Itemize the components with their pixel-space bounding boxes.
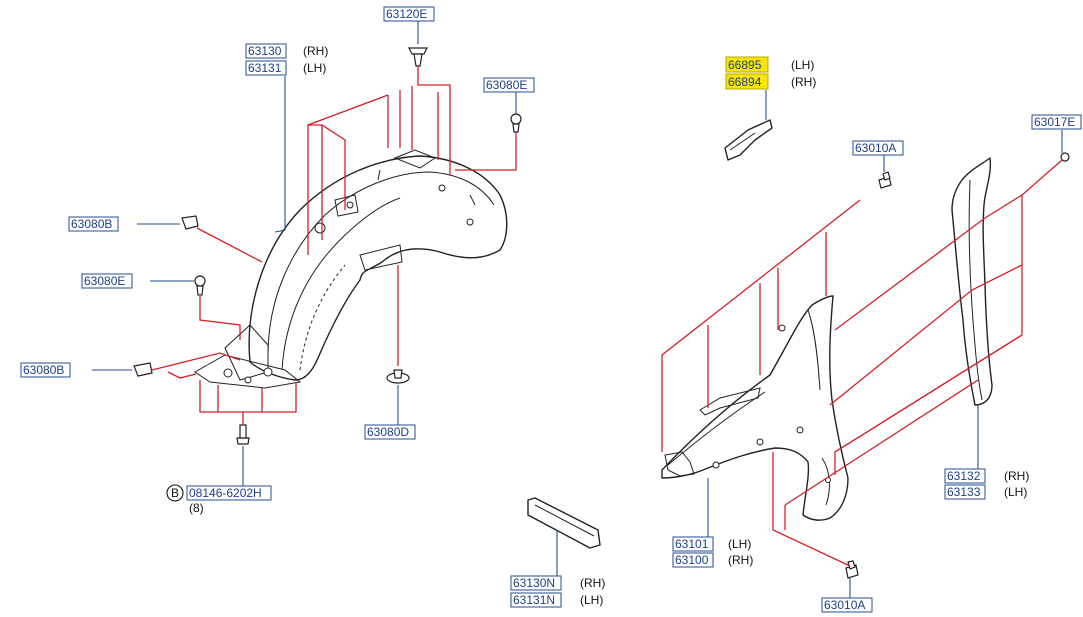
callout-63130[interactable]: 63130 (RH) xyxy=(245,43,328,59)
callout-63133[interactable]: 63133 (LH) xyxy=(944,484,1027,500)
bracket-63130N-part xyxy=(527,497,601,549)
callout-63080E-top[interactable]: 63080E xyxy=(483,77,535,93)
callout-code: 63133 xyxy=(947,485,981,499)
callout-code: 08146-6202H xyxy=(189,486,262,500)
callout-63080D[interactable]: 63080D xyxy=(364,424,416,440)
callout-qty: (8) xyxy=(189,501,204,515)
callout-side: (RH) xyxy=(791,75,816,89)
callout-side: (LH) xyxy=(303,61,326,75)
callout-side: (LH) xyxy=(791,58,814,72)
callout-code: 63130N xyxy=(513,576,555,590)
callout-63100[interactable]: 63100 (RH) xyxy=(672,552,753,568)
clip-63080E-top-icon xyxy=(510,113,522,133)
callout-code: 63100 xyxy=(675,553,709,567)
clip-63080E-mid-icon xyxy=(194,275,206,296)
fender-protector-part xyxy=(194,149,508,389)
right-leader-lines xyxy=(661,159,1063,567)
callout-63130N[interactable]: 63130N (RH) xyxy=(510,575,605,591)
left-leader-lines xyxy=(151,66,517,425)
callout-code: 63080D xyxy=(367,425,409,439)
fender-panel-part xyxy=(661,295,849,521)
callout-66895[interactable]: 66895 (LH) xyxy=(725,56,814,73)
bracket-66895-part xyxy=(724,119,773,161)
callout-code: 63010A xyxy=(824,598,865,612)
callout-code: 63130 xyxy=(248,44,282,58)
clip-63080B-lower-icon xyxy=(133,362,153,377)
callout-63080B-upper[interactable]: 63080B xyxy=(68,216,119,232)
callout-63080E-mid[interactable]: 63080E xyxy=(81,273,133,289)
callout-63120E[interactable]: 63120E xyxy=(383,6,435,22)
bolt-08146-icon xyxy=(236,424,250,445)
callout-side: (LH) xyxy=(1004,485,1027,499)
callout-63132[interactable]: 63132 (RH) xyxy=(944,468,1029,484)
seal-63132-part xyxy=(951,157,993,406)
clip-63080D-icon xyxy=(386,369,410,384)
callout-prefix: B xyxy=(171,486,179,500)
callout-code: 63131 xyxy=(248,61,282,75)
callout-side: (LH) xyxy=(580,593,603,607)
callout-code: 63010A xyxy=(855,141,896,155)
callout-side: (RH) xyxy=(580,576,605,590)
callout-code: 63132 xyxy=(947,469,981,483)
callout-63101[interactable]: 63101 (LH) xyxy=(672,536,751,552)
clip-63017E-icon xyxy=(1060,152,1070,162)
callout-side: (RH) xyxy=(728,553,753,567)
callout-63131[interactable]: 63131 (LH) xyxy=(245,60,326,76)
callout-code: 63017E xyxy=(1034,115,1075,129)
callout-code: 66894 xyxy=(728,75,762,89)
callout-code: 63080E xyxy=(486,78,527,92)
callout-code: 63080B xyxy=(71,217,112,231)
callout-side: (RH) xyxy=(303,44,328,58)
right-callout-leaders xyxy=(556,90,1063,598)
callout-63080B-lower[interactable]: 63080B xyxy=(20,362,71,378)
callout-side: (RH) xyxy=(1004,469,1029,483)
callout-08146-6202H[interactable]: B 08146-6202H (8) xyxy=(166,484,272,515)
callout-63017E[interactable]: 63017E xyxy=(1031,114,1082,130)
callout-code: 63080B xyxy=(23,363,64,377)
left-callout-leaders xyxy=(92,21,517,487)
callout-code: 63101 xyxy=(675,537,709,551)
clip-63080B-upper-icon xyxy=(181,215,199,230)
callout-63010A-bottom[interactable]: 63010A xyxy=(821,597,873,613)
callout-code: 66895 xyxy=(728,58,762,72)
clip-63120E-icon xyxy=(408,47,428,67)
callout-code: 63080E xyxy=(84,274,125,288)
reference-circle xyxy=(166,484,184,502)
callout-side: (LH) xyxy=(728,537,751,551)
bolt-63010A-top-icon xyxy=(878,171,892,189)
callout-66894[interactable]: 66894 (RH) xyxy=(725,73,816,90)
callout-code: 63131N xyxy=(513,593,555,607)
callout-code: 63120E xyxy=(386,7,427,21)
callout-63010A-top[interactable]: 63010A xyxy=(852,140,904,156)
bolt-63010A-bottom-icon xyxy=(845,560,859,579)
callout-63131N[interactable]: 63131N (LH) xyxy=(510,592,603,608)
